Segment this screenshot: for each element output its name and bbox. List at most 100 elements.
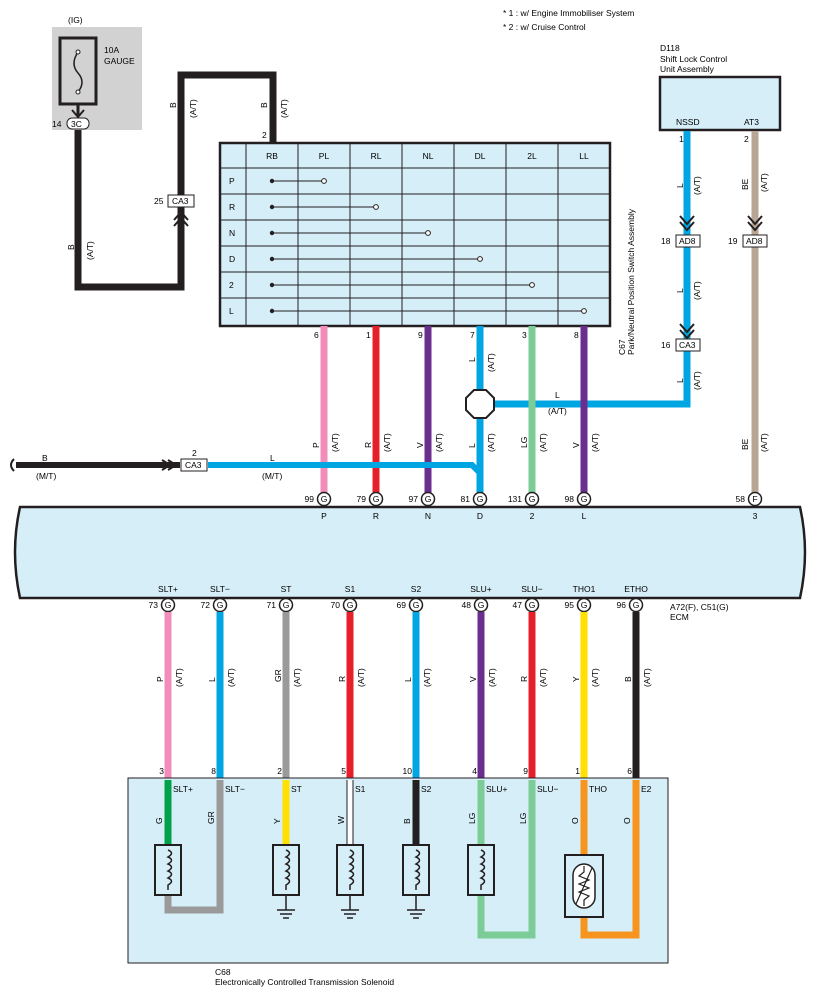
wire-code-at: (A/T) (434, 433, 444, 452)
wire-code-l-mt: L (270, 453, 275, 463)
switch-row-label: R (229, 202, 235, 212)
wire-code-at-right: (A/T) (279, 99, 289, 118)
ecm-bottom-pin-number: 69 (397, 600, 407, 610)
chevron-down-icon (679, 215, 695, 232)
chevron-down-icon (747, 215, 763, 232)
solenoid-pin-number: 10 (403, 766, 413, 776)
wire-code-l-nssd2: L (675, 288, 685, 293)
wire-code: L (467, 357, 477, 362)
wire-code-at: (A/T) (642, 668, 652, 687)
wire-code-l-nssd: L (675, 183, 685, 188)
wire-code-at: (A/T) (538, 668, 548, 687)
switch-contact-dot (269, 308, 275, 314)
ecm-pin-badge (576, 491, 592, 507)
switch-bottom-pin: 1 (366, 330, 371, 340)
wire-code: P (311, 442, 321, 448)
ecm-pin-connector: G (373, 494, 380, 504)
shift-lock-pin-at3: AT3 (744, 117, 759, 127)
fuse-pin-num: 14 (52, 119, 62, 129)
solenoid-pin-label: THO (589, 784, 607, 794)
coil-winding-icon (284, 849, 291, 890)
ecm-pin-badge (278, 597, 294, 613)
switch-top-pin: 2 (262, 130, 267, 140)
coil-winding-icon (479, 849, 486, 890)
connector-ca3-right (675, 338, 701, 352)
ecm-pin-connector: G (633, 600, 640, 610)
solenoid-pin-number: 4 (472, 766, 477, 776)
wire-code: Y (571, 676, 581, 682)
ecm-pin-connector: G (347, 600, 354, 610)
wire-code-at: (A/T) (356, 668, 366, 687)
solenoid-pin-label: ST (291, 784, 302, 794)
ecm-bottom-pin-number: 95 (565, 600, 575, 610)
ecm-top-pin-label: P (321, 511, 327, 521)
connector-ad8-left-label: AD8 (679, 236, 696, 246)
wire-code-at: (A/T) (330, 433, 340, 452)
ecm-pin-connector: G (283, 600, 290, 610)
chevron-down-icon (71, 109, 85, 119)
wire-code-at: (A/T) (174, 668, 184, 687)
wire-code-at-be-top: (A/T) (759, 173, 769, 192)
switch-row-label: D (229, 254, 235, 264)
switch-name: Park/Neutral Position Switch Assembly (626, 208, 636, 355)
switch-bottom-pin: 7 (470, 330, 475, 340)
solenoid-pin-label: SLT+ (173, 784, 193, 794)
switch-contact-dot (269, 256, 275, 262)
wire-code: V (415, 442, 425, 448)
wire-code-internal: O (622, 817, 632, 824)
ecm-bottom-pin-number: 72 (201, 600, 211, 610)
switch-id: C67 (617, 339, 627, 355)
wire-code: V (571, 442, 581, 448)
chevron-down-icon (679, 323, 695, 340)
ecm-pin-badge (524, 491, 540, 507)
switch-row-label: P (229, 176, 235, 186)
wire-internal-orange (580, 780, 640, 939)
wire-blue-nssd (480, 131, 691, 408)
connector-ca3-left-label: CA3 (185, 460, 202, 470)
wire-internal-gray (164, 780, 224, 914)
ecm-pin-connector: G (529, 600, 536, 610)
connector-ad8-right (742, 234, 768, 248)
solenoid-pin-label: SLU+ (486, 784, 508, 794)
connector-ad8-right-pin: 19 (728, 236, 738, 246)
ecm-bottom-pin-label: SLT− (210, 584, 230, 594)
thermistor-slash-icon (575, 867, 593, 905)
connector-ca3-left (180, 458, 208, 472)
wire-code: LG (519, 437, 529, 448)
wire-code-be-bottom: BE (740, 438, 750, 450)
wire-code-at: (A/T) (226, 668, 236, 687)
fuse-terminal-bottom (75, 89, 81, 95)
ecm-pin-badge (747, 491, 763, 507)
wire-code-at-nssd3: (A/T) (692, 371, 702, 390)
connector-ca3-top-pin: 25 (154, 196, 164, 206)
switch-contact-terminal (373, 204, 379, 210)
switch-column-header: RB (266, 151, 278, 161)
wire-code-b-mt: B (42, 453, 48, 463)
connector-3c (66, 117, 90, 130)
ecm-bottom-pin-label: S2 (411, 584, 422, 594)
coil-winding-icon (348, 849, 355, 890)
ecm-top-pin-number: 98 (565, 494, 575, 504)
ecm-pin-badge (160, 597, 176, 613)
ecm-top-pin-label: D (477, 511, 483, 521)
switch-contact-terminal (581, 308, 587, 314)
switch-row-label: N (229, 228, 235, 238)
ecm-top-pin-number: 79 (357, 494, 367, 504)
switch-column-header: PL (319, 151, 330, 161)
ecm-bottom-pin-label: SLU− (521, 584, 543, 594)
ground-icon (277, 909, 295, 919)
shift-lock-pin2: 2 (744, 134, 749, 144)
wire-code-at-horiz: (A/T) (548, 406, 567, 416)
ecm-bottom-pin-label: S1 (345, 584, 356, 594)
ecm-bottom-pin-number: 73 (149, 600, 159, 610)
ecm-bottom-pin-number: 71 (267, 600, 277, 610)
ecm-bottom-pin-number: 70 (331, 600, 341, 610)
switch-column-header: LL (579, 151, 589, 161)
chevron-up-icon (173, 210, 189, 227)
ecm-pin-connector: G (581, 600, 588, 610)
chevron-right-icon (161, 459, 178, 471)
